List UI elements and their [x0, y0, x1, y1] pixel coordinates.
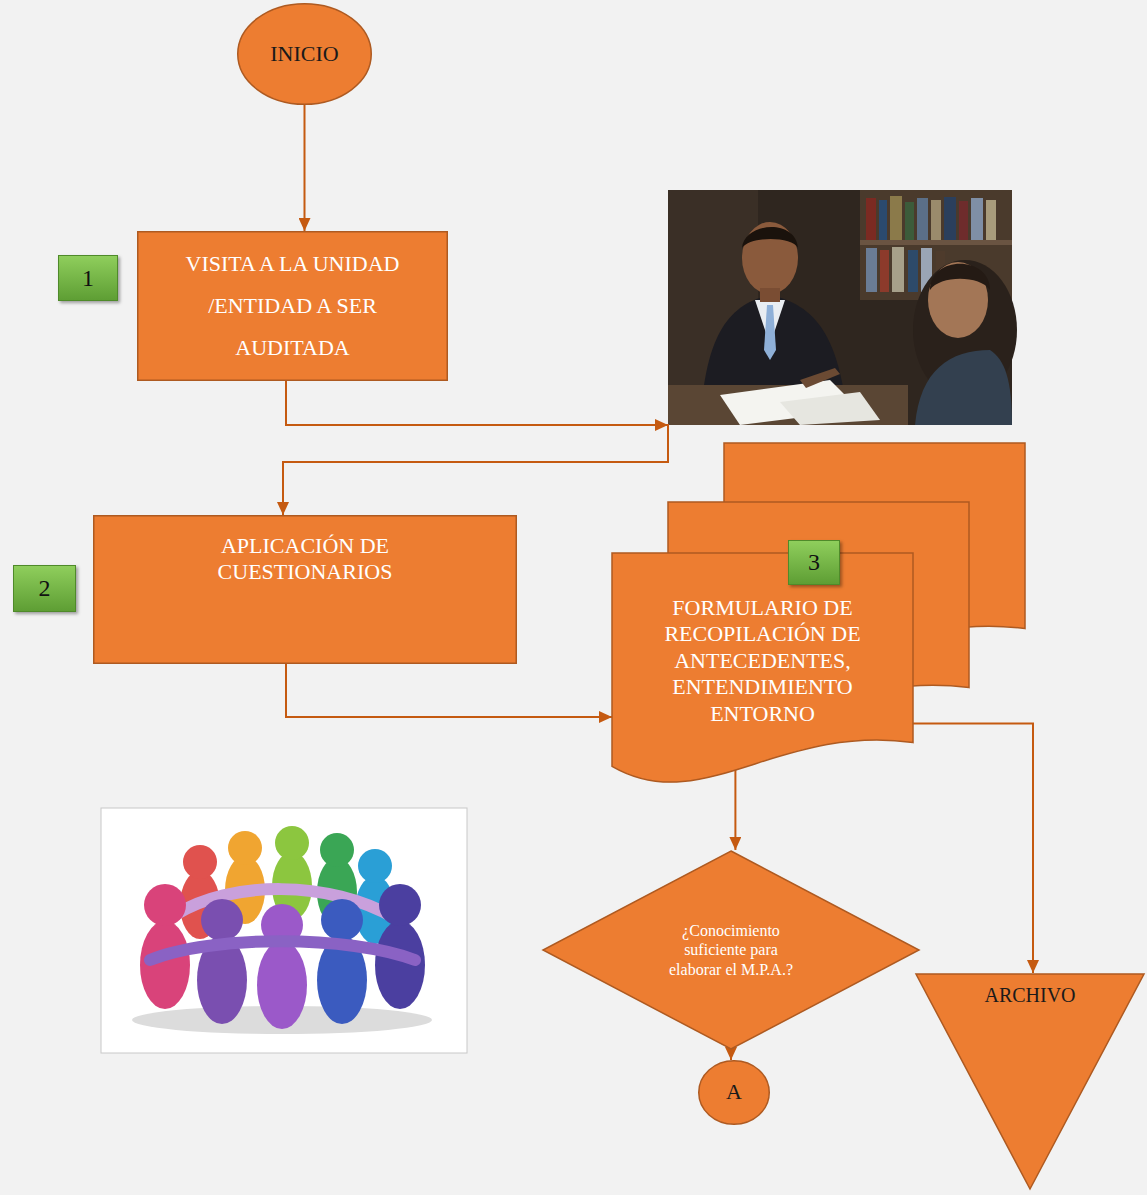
text-group: A [726, 1079, 742, 1105]
node-text: FORMULARIO DE RECOPILACIÓN DE ANTECEDENT… [632, 595, 893, 727]
node-text: APLICACIÓN DE CUESTIONARIOS [193, 533, 417, 586]
callout-badge: 3 [788, 540, 840, 585]
callout-number: 1 [82, 265, 94, 292]
text-group: FORMULARIO DE RECOPILACIÓN DE ANTECEDENT… [632, 595, 893, 727]
archive-symbol-fill [916, 974, 1144, 1189]
callout-number: 3 [808, 549, 820, 576]
callout-number: 2 [39, 575, 51, 602]
node-text: A [726, 1079, 742, 1105]
start-terminal-fill [238, 4, 372, 105]
connector-circle: A [698, 1060, 770, 1125]
decision-diamond: ¿Conocimiento suficiente para elaborar e… [542, 850, 920, 1050]
node-text: ARCHIVO [984, 983, 1075, 1007]
flow-arrow [286, 664, 612, 717]
process-box-fill [138, 232, 448, 381]
connector-circle-fill [699, 1061, 770, 1125]
document-box-fill [612, 553, 913, 782]
process-box-fill [94, 516, 517, 664]
text-group: APLICACIÓN DE CUESTIONARIOS [193, 533, 417, 586]
document-box: FORMULARIO DE RECOPILACIÓN DE ANTECEDENT… [612, 553, 913, 790]
text-group: ARCHIVO [984, 983, 1075, 1007]
process-box: APLICACIÓN DE CUESTIONARIOS [93, 515, 517, 664]
flow-arrow [734, 766, 736, 850]
flow-arrow [913, 724, 1033, 973]
node-text: INICIO [270, 41, 338, 67]
team-illustration [101, 808, 467, 1053]
flow-arrow [304, 105, 306, 231]
meeting-photo [668, 190, 1017, 425]
archive-symbol: ARCHIVO [915, 973, 1145, 1190]
node-text: VISITA A LA UNIDAD /ENTIDAD A SER AUDITA… [159, 243, 426, 368]
text-group: ¿Conocimiento suficiente para elaborar e… [656, 921, 806, 979]
decision-diamond-fill [543, 851, 919, 1049]
start-terminal: INICIO [237, 3, 372, 105]
process-box: VISITA A LA UNIDAD /ENTIDAD A SER AUDITA… [137, 231, 448, 381]
flow-arrow [730, 1050, 732, 1060]
text-group: VISITA A LA UNIDAD /ENTIDAD A SER AUDITA… [159, 243, 426, 368]
callout-badge: 1 [58, 255, 118, 301]
flow-arrow [283, 381, 668, 515]
node-text: ¿Conocimiento suficiente para elaborar e… [656, 921, 806, 979]
text-group: INICIO [270, 41, 338, 67]
callout-badge: 2 [13, 565, 76, 612]
